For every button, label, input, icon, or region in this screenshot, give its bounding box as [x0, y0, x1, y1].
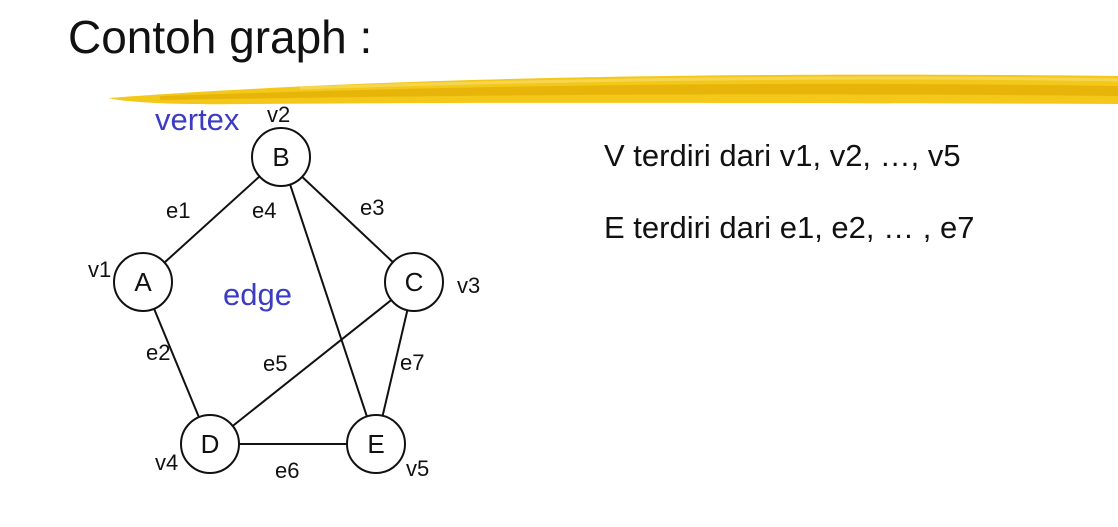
vertex-circle [180, 414, 240, 474]
vertex-label-v1: v1 [88, 257, 111, 282]
edges-description: E terdiri dari e1, e2, … , e7 [604, 210, 975, 245]
edge-e3 [280, 156, 415, 283]
edge-label-e5: e5 [263, 351, 287, 376]
edge-e1 [142, 156, 282, 283]
edge-label-e1: e1 [166, 198, 190, 223]
vertices-description: V terdiri dari v1, v2, …, v5 [604, 138, 961, 173]
vertex-circle [346, 414, 406, 474]
vertex-d: D [180, 414, 240, 474]
vertex-b: B [251, 127, 311, 187]
edge-callout-label: edge [223, 277, 292, 312]
edge-label-e7: e7 [400, 350, 424, 375]
edge-e4 [280, 156, 377, 445]
edge-label-e6: e6 [275, 458, 299, 483]
vertex-letter: E [367, 429, 384, 459]
vertex-e: E [346, 414, 406, 474]
vertex-letter: D [201, 429, 220, 459]
vertex-letter: C [405, 267, 424, 297]
vertex-label-v5: v5 [406, 456, 429, 481]
vertex-a: A [113, 252, 173, 312]
vertex-circle [251, 127, 311, 187]
edge-label-e2: e2 [146, 340, 170, 365]
vertex-circle [113, 252, 173, 312]
edge-label-e4: e4 [252, 198, 276, 223]
vertex-label-v3: v3 [457, 273, 480, 298]
edge-label-e3: e3 [360, 195, 384, 220]
vertex-letter: A [134, 267, 152, 297]
slide-title: Contoh graph : [68, 11, 373, 63]
vertex-letter: B [272, 142, 289, 172]
vertex-c: C [384, 252, 444, 312]
graph-diagram: A B C D E e1 e2 e3 e4 e5 e6 e7 v1 v2 v3 v4 v5 vertex edge [88, 102, 480, 483]
vertex-circle [384, 252, 444, 312]
edge-e5 [209, 281, 415, 445]
vertex-callout-label: vertex [155, 102, 240, 137]
vertex-label-v4: v4 [155, 450, 178, 475]
vertex-label-v2: v2 [267, 102, 290, 127]
